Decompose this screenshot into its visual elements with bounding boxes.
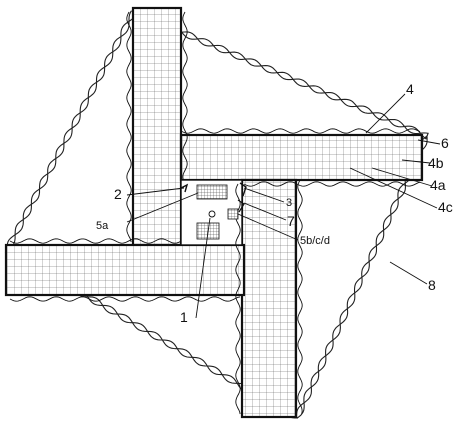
arm-left	[4, 243, 246, 297]
edge-wave	[235, 183, 241, 415]
label-8: 8	[428, 277, 436, 293]
label-4c: 4c	[438, 199, 453, 215]
label-4b: 4b	[428, 155, 444, 171]
edge-wave	[9, 238, 182, 244]
edge-wave	[180, 128, 421, 134]
arm-top	[131, 6, 183, 247]
center-node	[208, 210, 216, 218]
edge-waves	[9, 11, 421, 415]
label-4a: 4a	[430, 177, 446, 193]
edge-wave	[126, 11, 132, 243]
module-5bcd	[227, 208, 239, 220]
label-5a: 5a	[96, 220, 109, 232]
label-2: 2	[114, 186, 122, 202]
edge-wave	[243, 181, 421, 187]
label-5bcd: 5b/c/d	[300, 235, 330, 247]
label-1: 1	[180, 309, 188, 325]
reference-labels: 1 2 3 4 4a 4b 4c 5a 5b/c/d 6 7 8	[96, 81, 453, 325]
mesh-arms	[4, 6, 424, 419]
connector-7	[237, 199, 245, 213]
label-4: 4	[406, 81, 414, 97]
module-5a	[196, 184, 228, 200]
label-7: 7	[287, 213, 295, 229]
arm-bottom	[240, 178, 298, 419]
edge-wave	[297, 179, 303, 415]
label-3: 3	[286, 197, 292, 209]
edge-wave	[9, 296, 241, 302]
edge-wave	[182, 11, 188, 181]
connector-2	[180, 183, 189, 193]
arm-right	[179, 133, 424, 182]
label-6: 6	[441, 135, 449, 151]
rope-boundary	[4, 10, 429, 419]
leader-lines	[126, 93, 441, 319]
connector-3	[239, 182, 247, 197]
